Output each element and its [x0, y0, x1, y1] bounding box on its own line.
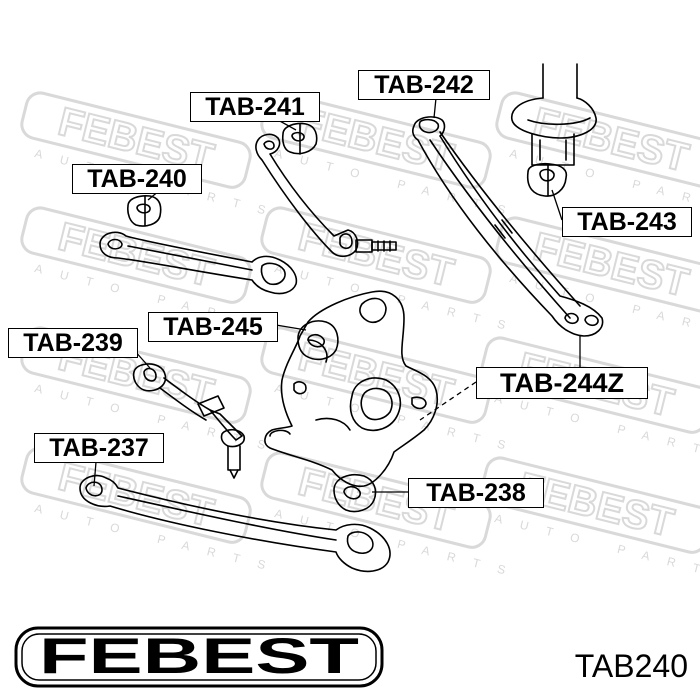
callout-tab242: TAB-242	[358, 70, 490, 100]
shock-absorber-mount	[511, 63, 597, 166]
link-tab241	[255, 133, 397, 258]
knuckle-carrier	[264, 290, 439, 488]
leader-tab237	[93, 461, 97, 487]
leader-tab243	[551, 189, 563, 221]
arm-tab237	[79, 474, 391, 573]
bushing-tab241	[281, 122, 318, 155]
callout-tab245: TAB-245	[148, 312, 278, 342]
bushing-tab243	[526, 162, 568, 197]
bushing-tab245	[297, 320, 339, 361]
logo-wordmark: FEBEST	[39, 628, 359, 684]
callout-tab241: TAB-241	[190, 92, 320, 122]
link-tab239	[132, 363, 246, 479]
callout-tab244z: TAB-244Z	[476, 367, 648, 399]
link-tab240	[99, 231, 298, 295]
control-arm-tab242	[412, 116, 604, 337]
callout-tab239: TAB-239	[8, 328, 138, 358]
callout-tab237: TAB-237	[34, 433, 164, 463]
leader-tab244z-b	[419, 381, 477, 421]
callout-tab240: TAB-240	[72, 164, 202, 194]
callout-tab238: TAB-238	[408, 478, 544, 508]
leader-tab242	[433, 97, 437, 119]
bushing-tab240	[127, 195, 162, 227]
callout-tab243: TAB-243	[562, 207, 692, 237]
leader-tab245	[275, 324, 307, 331]
part-number: TAB240	[574, 648, 688, 684]
bushing-tab238	[333, 474, 377, 513]
febest-logo: FEBEST	[14, 626, 384, 688]
